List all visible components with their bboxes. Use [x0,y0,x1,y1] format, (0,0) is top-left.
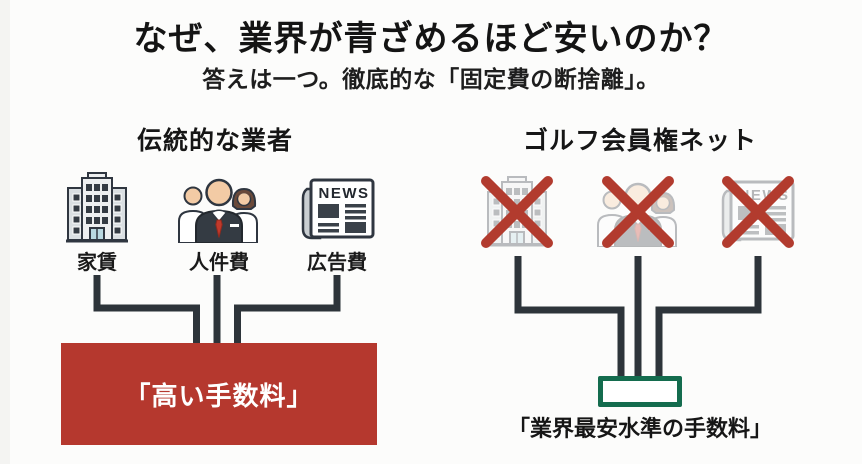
high-fee-label: 「高い手数料」 [124,380,314,411]
cost-label-labor: 人件費 [189,252,249,274]
cost-label-rent: 家賃 [77,252,117,274]
high-fee-box: 「高い手数料」 [61,343,377,445]
crossed-staff [598,172,678,252]
cross-mark-icon [602,176,674,248]
left-ad-connector [234,275,341,345]
right-ad-connector [655,256,762,380]
low-fee-box [598,376,682,407]
cross-mark-icon [722,176,794,248]
cross-mark-icon [481,176,553,248]
page-subtitle: 答えは一つ。徹底的な「固定費の断捨離」。 [202,66,660,92]
newspaper-icon [300,177,376,243]
right-section-header: ゴルフ会員権ネット [522,127,757,155]
staff-icon [176,175,262,243]
left-rent-connector [93,275,200,345]
cost-label-ad: 広告費 [307,252,367,274]
crossed-newspaper [718,172,798,252]
office-building-icon [65,171,129,243]
page-title: なぜ、業界が青ざめるほど安いのか？ [133,20,729,58]
left-section-header: 伝統的な業者 [136,127,293,155]
left-edge-shading [0,0,10,464]
right-rent-connector [514,256,625,380]
low-fee-label: 「業界最安水準の手数料」 [507,416,772,441]
crossed-office-building [477,172,557,252]
